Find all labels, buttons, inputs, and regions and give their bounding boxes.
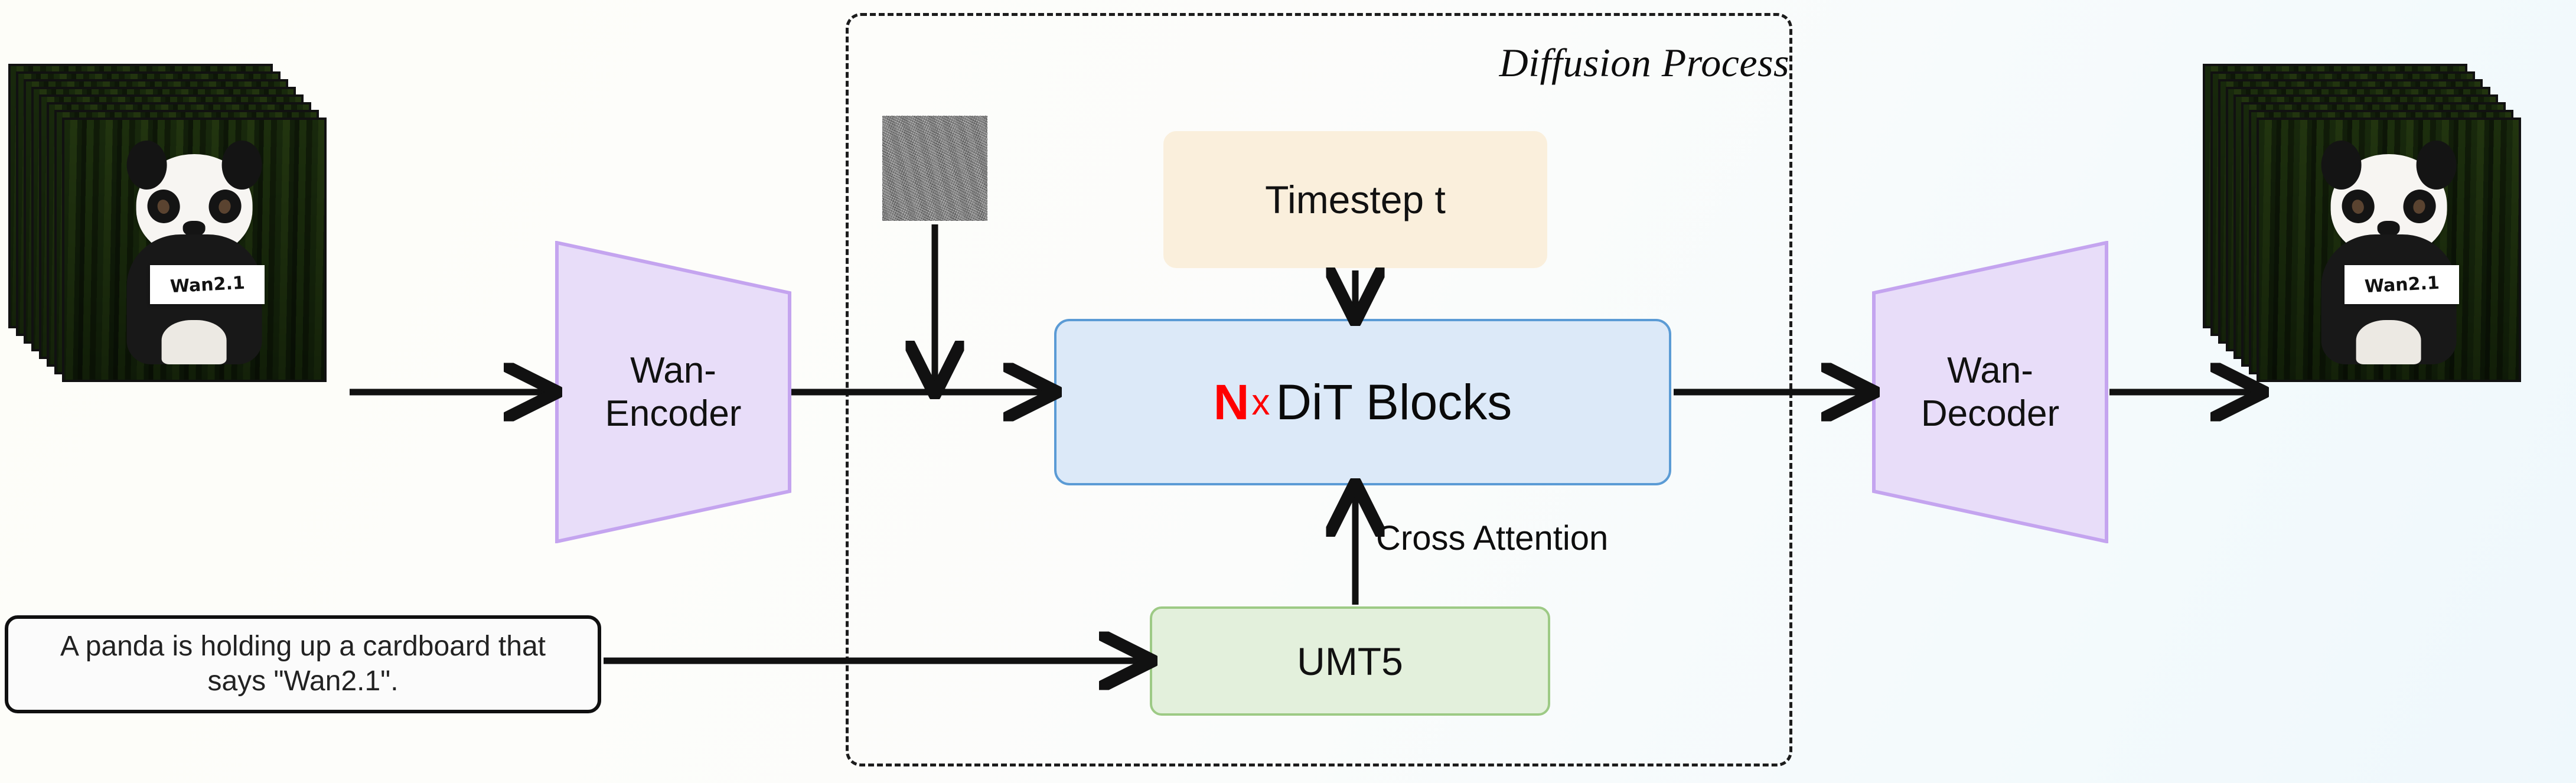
input-video-frames: Wan2.1 <box>8 64 339 394</box>
umt5-label: UMT5 <box>1297 639 1403 683</box>
timestep-label: Timestep t <box>1265 178 1446 221</box>
panda-belly <box>2356 319 2421 364</box>
text-prompt-box[interactable]: A panda is holding up a cardboard that s… <box>5 615 601 713</box>
text-prompt-value: A panda is holding up a cardboard that s… <box>60 631 546 697</box>
dit-blocks-label: DiT Blocks <box>1276 374 1512 430</box>
panda-ear-right <box>221 141 262 190</box>
dit-repeat-count: N <box>1213 374 1250 430</box>
panda-ear-left <box>126 141 167 190</box>
panda-belly <box>161 319 227 364</box>
panda-nose <box>182 221 206 237</box>
timestep-node[interactable]: Timestep t <box>1163 131 1547 268</box>
wan-encoder-label-group: Wan- Encoder <box>555 349 791 435</box>
umt5-node[interactable]: UMT5 <box>1150 606 1550 716</box>
cross-attention-label: Cross Attention <box>1376 519 1609 557</box>
cardboard-sign: Wan2.1 <box>150 265 265 305</box>
wan-decoder-label-line1: Wan- <box>1947 350 2033 391</box>
encoder-trapezoid-shape <box>555 241 791 543</box>
cardboard-sign-text: Wan2.1 <box>2363 272 2440 298</box>
wan-encoder-label-line2: Encoder <box>605 393 742 434</box>
cardboard-sign-text: Wan2.1 <box>169 272 246 298</box>
frame-sheet-front: Wan2.1 <box>2257 118 2521 382</box>
output-video-frames: Wan2.1 <box>2203 64 2533 394</box>
panda-ear-right <box>2416 141 2457 190</box>
gaussian-noise-patch <box>882 116 987 221</box>
dit-blocks-node[interactable]: N x DiT Blocks <box>1054 319 1671 485</box>
wan-encoder-node[interactable]: Wan- Encoder <box>555 241 791 543</box>
panda-figure <box>2308 141 2470 364</box>
decoder-trapezoid-shape <box>1872 241 2108 543</box>
panda-nose <box>2377 221 2401 237</box>
wan-decoder-node[interactable]: Wan- Decoder <box>1872 241 2108 543</box>
dit-multiply-symbol: x <box>1251 381 1270 423</box>
panda-figure <box>114 141 275 364</box>
wan-encoder-label-line1: Wan- <box>630 350 716 391</box>
wan-decoder-label-group: Wan- Decoder <box>1872 349 2108 435</box>
diffusion-process-label: Diffusion Process <box>1499 40 1789 85</box>
frame-sheet-front: Wan2.1 <box>62 118 327 382</box>
panda-ear-left <box>2321 141 2362 190</box>
wan-decoder-label-line2: Decoder <box>1920 393 2060 434</box>
cardboard-sign: Wan2.1 <box>2345 265 2459 305</box>
